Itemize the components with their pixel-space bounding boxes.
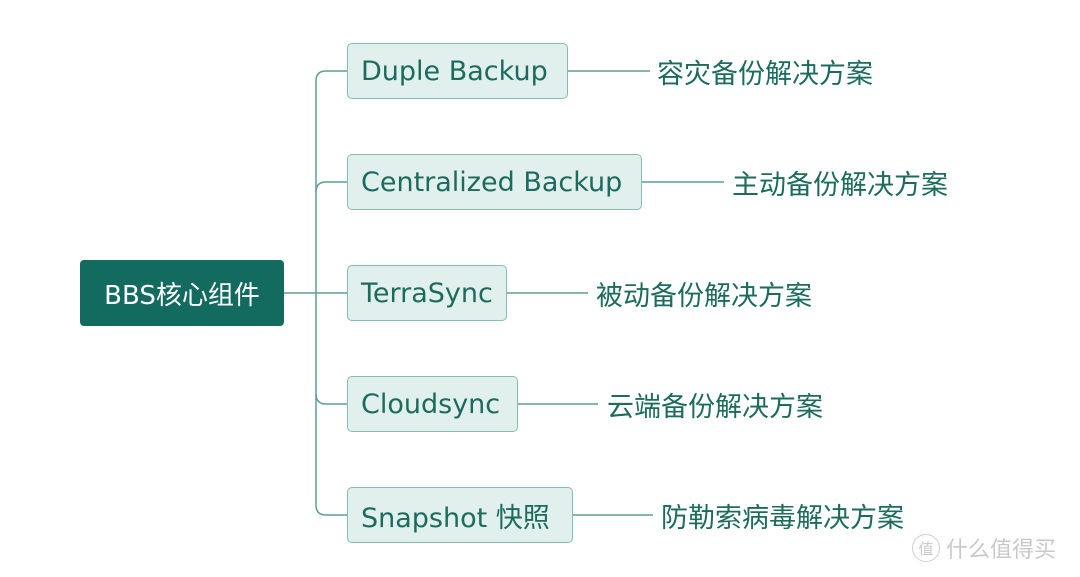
watermark-seal-icon: 值 bbox=[912, 534, 940, 562]
leaf-description: 主动备份解决方案 bbox=[732, 169, 948, 201]
leaf-description: 云端备份解决方案 bbox=[607, 391, 823, 423]
branch-node-snapshot: Snapshot 快照 bbox=[347, 487, 573, 543]
branch-node-cloudsync: Cloudsync bbox=[347, 376, 518, 432]
leaf-description: 容灾备份解决方案 bbox=[657, 58, 873, 90]
branch-connector bbox=[315, 393, 347, 405]
branch-node-centralized-backup: Centralized Backup bbox=[347, 154, 642, 210]
watermark-text: 什么值得买 bbox=[946, 538, 1057, 563]
leaf-description: 防勒索病毒解决方案 bbox=[661, 502, 904, 534]
trunk-line bbox=[315, 70, 347, 516]
branch-node-terrasync: TerraSync bbox=[347, 265, 507, 321]
watermark: 值 什么值得买 bbox=[912, 532, 1056, 564]
root-node: BBS核心组件 bbox=[80, 260, 284, 326]
branch-connector bbox=[315, 181, 347, 193]
leaf-description: 被动备份解决方案 bbox=[596, 280, 812, 312]
branch-node-duple-backup: Duple Backup bbox=[347, 43, 568, 99]
